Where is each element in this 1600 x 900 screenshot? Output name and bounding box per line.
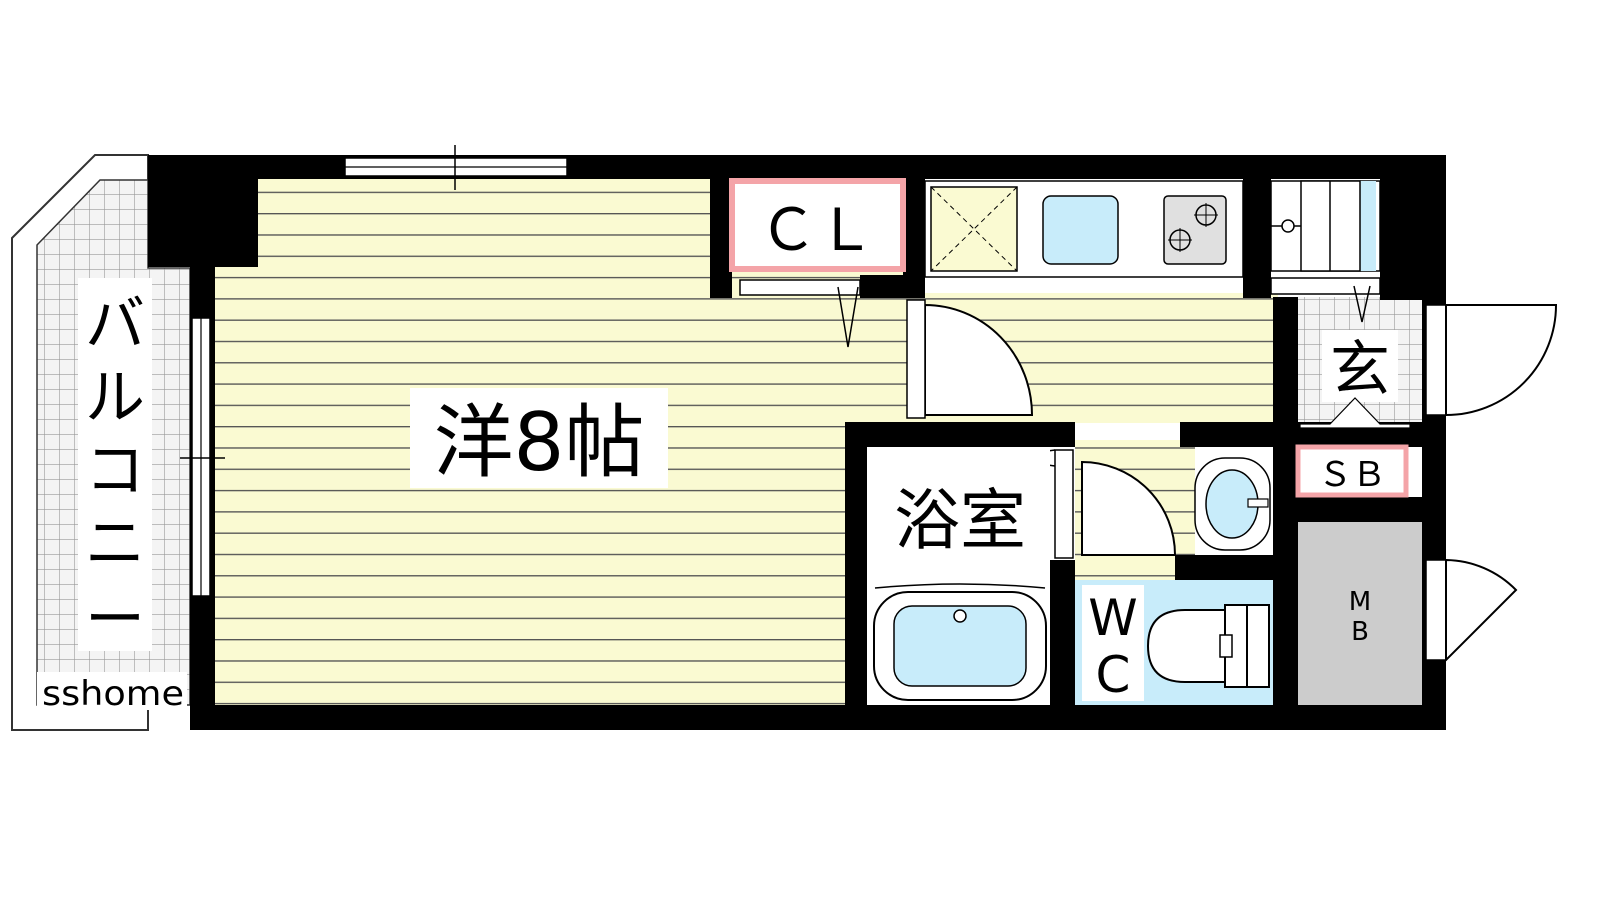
entrance-label: 玄 [1330, 335, 1390, 405]
sshome-watermark: sshome [42, 674, 184, 714]
meter-box-label-m: M [1349, 587, 1371, 617]
balcony-label-char: バ [85, 290, 145, 360]
washbasin [1194, 447, 1273, 555]
top-right-block [1380, 155, 1446, 300]
bath-wall-left [845, 422, 867, 730]
toilet-bowl [1146, 609, 1226, 683]
closet-wall-left [710, 155, 732, 298]
western-room-label-box [410, 388, 668, 488]
bathroom: 浴室 [867, 447, 1050, 705]
closet: ＣＬ [729, 178, 906, 348]
kitchen-door [924, 303, 1034, 416]
western-room: 洋8帖 [410, 388, 668, 489]
washer-curtain [1270, 277, 1381, 295]
closet-door [739, 279, 861, 296]
closet-label-box [729, 178, 906, 272]
kitchen [924, 180, 1244, 278]
balcony-label-char: コ [85, 436, 145, 506]
drain-icon [1281, 219, 1295, 233]
kitchen-sink [1042, 195, 1119, 265]
hall-wall-top [1180, 422, 1270, 447]
toilet-room: W C [1075, 580, 1273, 705]
shoe-box-label-box [1295, 444, 1409, 498]
toilet-door [1081, 460, 1177, 556]
front-door-jamb [1425, 304, 1447, 416]
toilet-wall-right [1273, 447, 1298, 730]
kitchen-partition [1243, 155, 1271, 298]
bottom-wall [190, 705, 1446, 730]
bath-wall-right [1050, 560, 1075, 730]
drain-icon [953, 609, 967, 623]
meter-box: M B [1298, 522, 1422, 705]
western-room-label: 洋8帖 [434, 396, 645, 489]
bath-wall-top [845, 422, 1075, 447]
windows [180, 145, 568, 597]
bathroom-door [1054, 449, 1074, 559]
meter-box-label-b: B [1351, 617, 1369, 647]
closet-label: ＣＬ [759, 196, 875, 264]
bathroom-label: 浴室 [894, 482, 1026, 559]
toilet-tank [1246, 604, 1270, 688]
doors [906, 299, 1558, 663]
balcony-label-char: ニ [85, 509, 145, 579]
balcony-label-char: ー [85, 585, 145, 655]
walls [148, 155, 1446, 730]
closet-wall-right [903, 155, 925, 298]
shoebox-wall-bottom [1298, 497, 1422, 522]
toilet-label-w: W [1088, 589, 1137, 647]
balcony-label-char: ル [85, 363, 145, 433]
shoe-box: ＳＢ [1295, 444, 1409, 498]
bathtub-basin [893, 605, 1027, 687]
balcony: バ ル コ ニ ー sshome [11, 154, 191, 731]
faucet-icon [1247, 498, 1269, 508]
front-door [1445, 304, 1558, 417]
entrance-wall-left [1273, 297, 1298, 422]
washer-space [1270, 180, 1381, 323]
shoe-box-label: ＳＢ [1318, 455, 1386, 495]
toilet-label-c: C [1096, 646, 1131, 704]
meter-box-door-jamb [1425, 559, 1447, 661]
entrance: 玄 [1299, 330, 1411, 429]
gas-stove [1163, 195, 1227, 265]
meter-box-door [1445, 558, 1518, 663]
balcony-label-box [78, 278, 152, 651]
closet-door-arrow [837, 286, 859, 348]
